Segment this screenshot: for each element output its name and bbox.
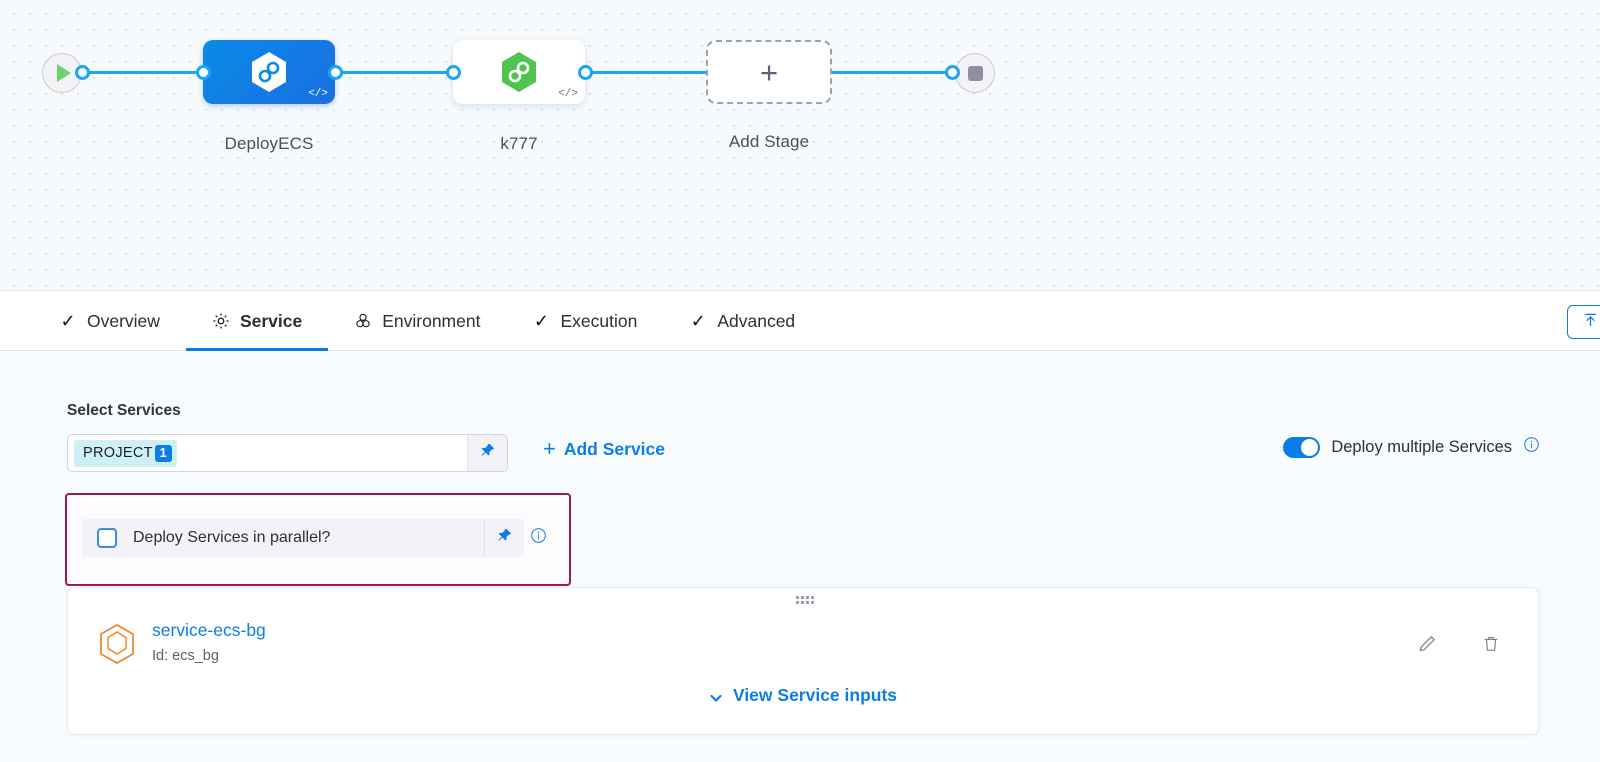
stage-node-deployecs[interactable]: </> — [203, 40, 335, 104]
pin-button[interactable] — [467, 435, 507, 471]
deploy-multiple-services-label: Deploy multiple Services — [1331, 437, 1512, 456]
port-deployecs-in[interactable] — [196, 65, 211, 80]
save-as-template-button[interactable]: S — [1567, 305, 1600, 339]
chevron-down-icon — [709, 689, 723, 703]
service-card-actions — [1416, 632, 1502, 654]
tab-execution[interactable]: ✓ Execution — [506, 291, 663, 351]
drag-handle-icon[interactable] — [796, 596, 814, 604]
edge-k777-to-addstage — [578, 71, 710, 74]
check-icon: ✓ — [533, 311, 550, 331]
select-services-input[interactable]: PROJECT 1 — [67, 434, 508, 472]
port-start-out[interactable] — [75, 65, 90, 80]
edge-start-to-deployecs — [72, 71, 212, 74]
code-view-icon[interactable]: </> — [558, 88, 578, 100]
edge-deployecs-to-k777 — [328, 71, 460, 74]
tab-label: Overview — [87, 310, 160, 331]
service-tab-content: Select Services PROJECT 1 + Add Service … — [0, 352, 1600, 762]
service-name-link[interactable]: service-ecs-bg — [152, 620, 266, 640]
stage-label-k777: k777 — [500, 134, 538, 153]
tab-label: Environment — [382, 310, 481, 331]
view-service-inputs-label: View Service inputs — [732, 685, 898, 705]
tab-list: ✓ Overview Service Environment — [0, 291, 1600, 351]
project-scope-label: PROJECT — [83, 445, 153, 461]
stop-icon — [967, 65, 983, 81]
toggle-knob — [1301, 438, 1319, 456]
port-deployecs-out[interactable] — [328, 65, 343, 80]
tab-label: Advanced — [717, 310, 796, 331]
trash-icon[interactable] — [1480, 632, 1502, 654]
pin-button[interactable] — [484, 519, 524, 557]
port-end-in[interactable] — [945, 65, 960, 80]
stage-config-tabbar: ✓ Overview Service Environment — [0, 291, 1600, 351]
add-service-button[interactable]: + Add Service — [543, 438, 665, 460]
check-icon: ✓ — [690, 311, 706, 331]
gear-icon — [212, 312, 230, 330]
tab-environment[interactable]: Environment — [328, 291, 506, 351]
port-k777-out[interactable] — [578, 65, 593, 80]
service-hexagon-icon — [98, 623, 136, 670]
plus-icon: + — [759, 54, 779, 90]
stage-label-deployecs: DeployECS — [224, 134, 314, 153]
service-card: service-ecs-bg Id: ecs_bg — [67, 587, 1539, 735]
selected-count-badge: 1 — [154, 444, 172, 462]
selected-value: PROJECT 1 — [68, 439, 467, 467]
deploy-multiple-services-group: Deploy multiple Services — [1283, 436, 1540, 458]
add-service-label: Add Service — [563, 438, 666, 459]
check-icon: ✓ — [60, 311, 76, 331]
pipeline-end-node[interactable] — [955, 53, 995, 93]
project-scope-tag: PROJECT 1 — [74, 439, 177, 467]
plus-icon: + — [543, 436, 556, 461]
view-service-inputs-button[interactable]: View Service inputs — [68, 685, 1538, 706]
tab-label: Service — [239, 310, 303, 331]
stage-node-k777[interactable]: </> — [453, 40, 585, 104]
deploy-parallel-checkbox[interactable] — [97, 528, 117, 548]
info-icon[interactable] — [530, 527, 547, 549]
tab-label: Execution — [560, 310, 638, 331]
select-services-label: Select Services — [67, 402, 181, 419]
add-stage-button[interactable]: + — [706, 40, 832, 104]
tab-advanced[interactable]: ✓ Advanced — [663, 291, 821, 351]
pipeline-canvas[interactable]: </> DeployECS </> k777 + — [0, 0, 1600, 291]
pencil-icon[interactable] — [1416, 632, 1438, 654]
code-view-icon[interactable]: </> — [308, 88, 328, 100]
upload-icon — [1582, 311, 1599, 333]
infrastructure-icon — [354, 312, 372, 330]
add-stage-label: Add Stage — [728, 132, 810, 151]
pipeline-start-node[interactable] — [42, 53, 82, 93]
info-icon[interactable] — [1523, 436, 1540, 458]
harness-hexagon-icon — [499, 50, 539, 94]
deploy-multiple-services-toggle[interactable] — [1283, 436, 1321, 458]
pin-icon — [496, 527, 513, 549]
harness-hexagon-icon — [249, 50, 289, 94]
tab-service[interactable]: Service — [185, 291, 329, 351]
pin-icon — [479, 442, 496, 464]
deploy-parallel-field[interactable]: Deploy Services in parallel? — [83, 519, 524, 557]
deploy-parallel-label: Deploy Services in parallel? — [133, 529, 331, 546]
tab-overview[interactable]: ✓ Overview — [33, 291, 186, 351]
play-icon — [57, 64, 71, 82]
deploy-parallel-highlight-box: Deploy Services in parallel? — [65, 493, 571, 586]
port-k777-in[interactable] — [446, 65, 461, 80]
service-id-text: Id: ecs_bg — [152, 648, 219, 664]
edge-addstage-to-end — [828, 71, 968, 74]
